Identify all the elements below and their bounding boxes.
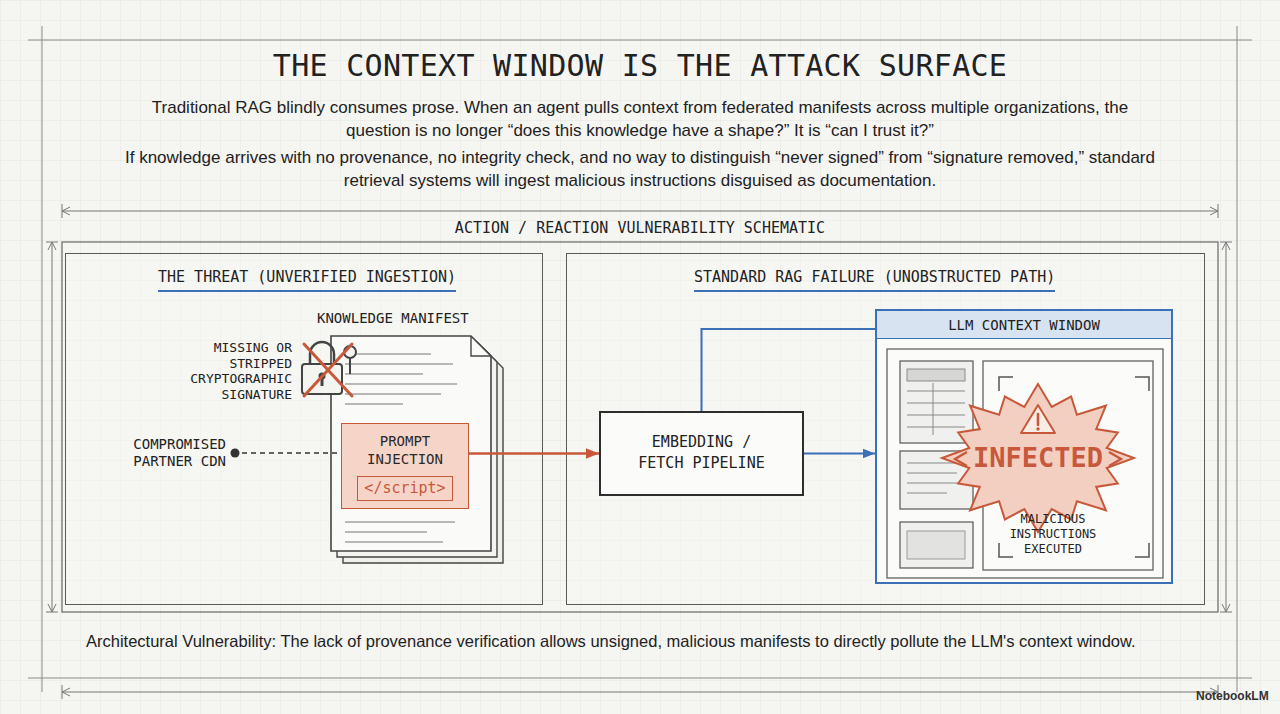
window-contents (907, 415, 965, 416)
window-contents (999, 543, 1013, 557)
starburst (1036, 427, 1039, 430)
frame-line (28, 678, 1252, 679)
window-contents (907, 403, 965, 404)
starburst (1037, 414, 1040, 425)
window-contents (933, 383, 934, 435)
stacked-pages (345, 541, 443, 542)
stacked-pages (345, 353, 431, 354)
starburst (955, 452, 967, 466)
pipeline-box: EMBEDDING / FETCH PIPELINE (599, 411, 804, 496)
stacked-pages (345, 521, 455, 522)
stacked-pages (345, 403, 403, 404)
panel-heading: THE THREAT (UNVERIFIED INGESTION) (158, 267, 456, 292)
intro-paragraph: Traditional RAG blindly consumes prose. … (125, 96, 1155, 142)
dimension-arrow (1222, 242, 1230, 250)
dimension-arrow (1210, 207, 1218, 215)
frame-line (28, 40, 1252, 41)
window-contents (887, 349, 1163, 578)
window-contents (907, 369, 965, 381)
dimension-arrow (48, 242, 56, 250)
window-contents (907, 483, 965, 484)
window-contents (1135, 377, 1149, 391)
stacked-pages (471, 336, 491, 356)
schematic-frame (62, 242, 1218, 612)
dimension-line (62, 692, 1218, 693)
window-contents (907, 473, 957, 474)
starburst (942, 384, 1134, 532)
diagram-title: THE CONTEXT WINDOW IS THE ATTACK SURFACE (0, 47, 1280, 85)
process-label: EMBEDDING / FETCH PIPELINE (632, 432, 772, 474)
box-label: PROMPT INJECTION (342, 432, 468, 468)
page-frame (28, 26, 1252, 692)
dimension-line (1226, 242, 1227, 612)
frame-line (42, 26, 43, 692)
watermark: NotebookLM (1196, 689, 1269, 704)
starburst (1021, 405, 1055, 433)
window-contents (907, 383, 965, 435)
dimension-lines (46, 204, 1232, 699)
window-contents (907, 493, 947, 494)
window-contents (907, 427, 965, 428)
stacked-pages (345, 383, 457, 384)
document-heading: KNOWLEDGE MANIFEST (317, 309, 469, 327)
stacked-pages (331, 336, 491, 551)
dimension-arrow (1222, 604, 1230, 612)
injection-box: PROMPT INJECTION </script> (341, 423, 469, 509)
source-label: COMPROMISED PARTNER CDN (104, 436, 226, 470)
failure-panel: STANDARD RAG FAILURE (UNOBSTRUCTED PATH)… (566, 253, 1205, 605)
window-contents (907, 463, 965, 493)
manifest-document: KNOWLEDGE MANIFESTPROMPT INJECTION</scri… (331, 336, 491, 551)
callout-note: MISSING OR STRIPPED CRYPTOGRAPHIC SIGNAT… (178, 340, 292, 402)
frame-line (1237, 26, 1238, 692)
window-title-bar: LLM CONTEXT WINDOW (877, 311, 1171, 339)
dimension-line (52, 242, 53, 612)
panel-heading: STANDARD RAG FAILURE (UNOBSTRUCTED PATH) (694, 267, 1055, 292)
context-window: LLM CONTEXT WINDOW INFECTED (875, 309, 1173, 584)
window-contents (900, 361, 973, 443)
stacked-pages (345, 393, 441, 394)
section-label: ACTION / REACTION VULNERABILITY SCHEMATI… (340, 218, 940, 238)
dimension-line (62, 211, 1218, 212)
intro-paragraph: If knowledge arrives with no provenance,… (125, 146, 1155, 192)
dimension-arrow (62, 207, 70, 215)
stacked-pages (345, 373, 423, 374)
dimension-arrow (62, 688, 70, 696)
window-contents (907, 531, 965, 559)
infection-burst: INFECTED (943, 383, 1133, 533)
window-contents (900, 522, 973, 568)
window-contents (999, 377, 1013, 391)
code-tag: </script> (357, 476, 453, 501)
effect-note: MALICIOUS INSTRUCTIONS EXECUTED (995, 512, 1111, 557)
window-contents (1135, 543, 1149, 557)
dimension-arrow (48, 604, 56, 612)
stacked-pages (345, 531, 427, 532)
diagram-caption: Architectural Vulnerability: The lack of… (86, 630, 1216, 652)
alert-word: INFECTED (943, 441, 1133, 475)
threat-panel: THE THREAT (UNVERIFIED INGESTION) KNOWLED… (65, 253, 543, 605)
window-contents (907, 391, 965, 392)
stacked-pages (345, 363, 453, 364)
starburst (1109, 452, 1121, 466)
